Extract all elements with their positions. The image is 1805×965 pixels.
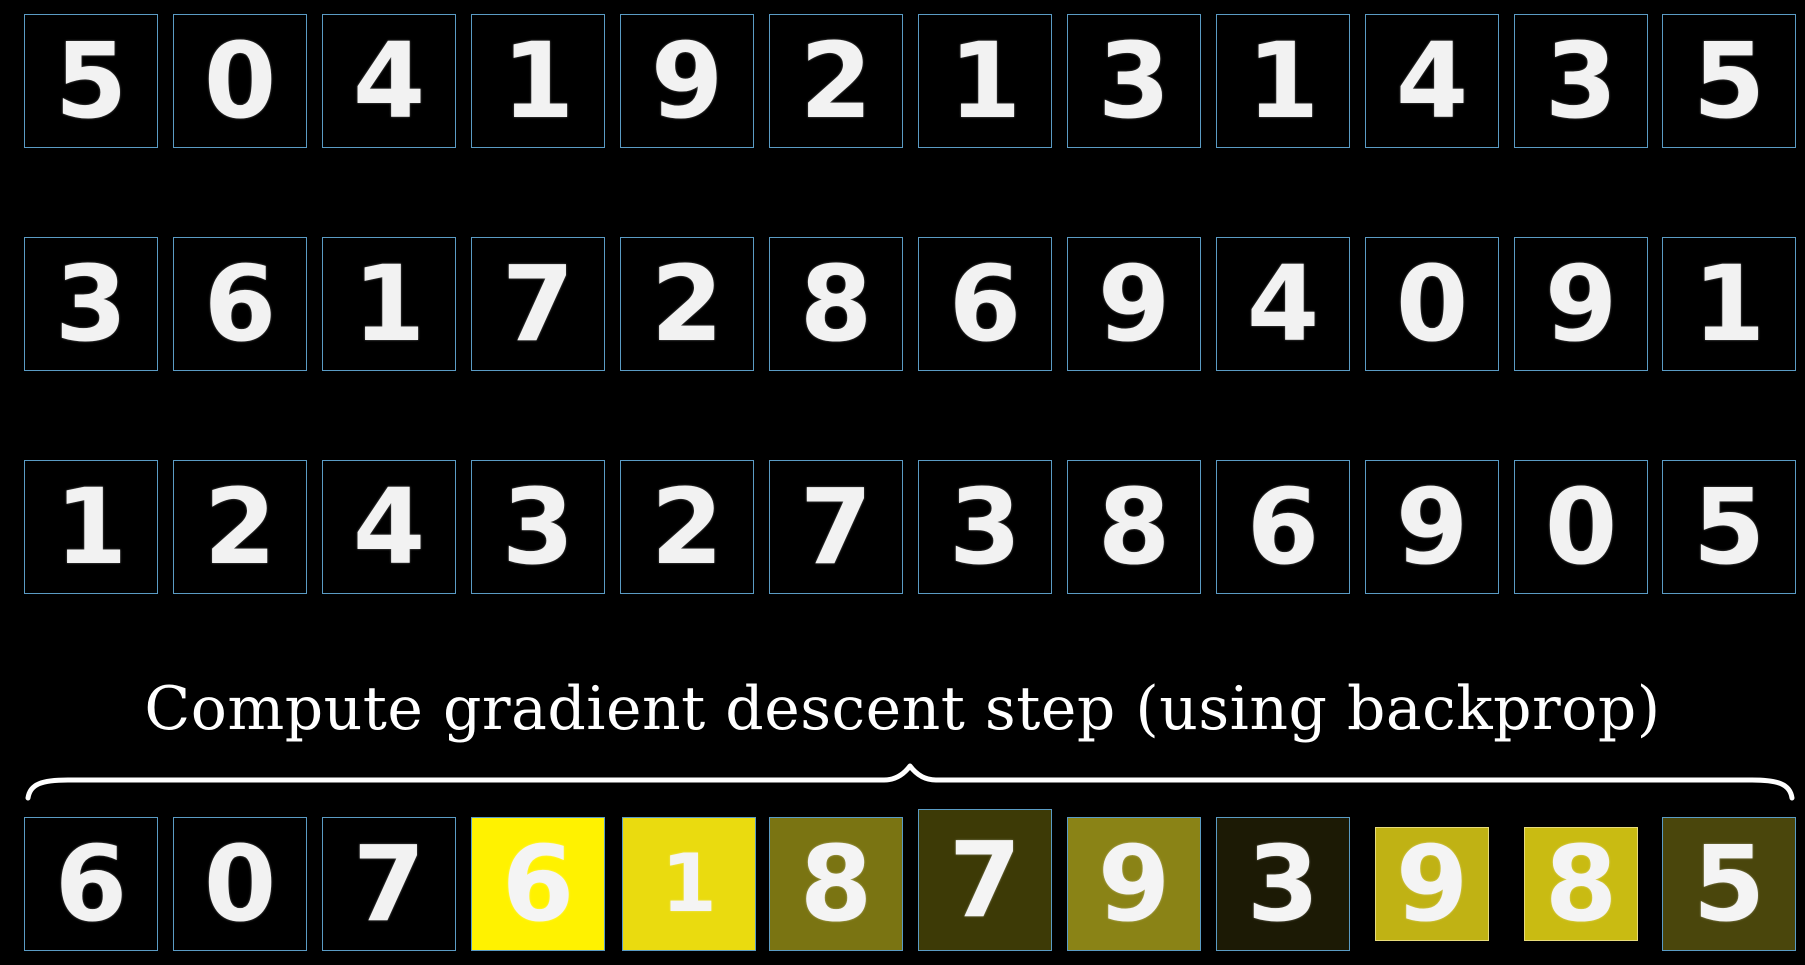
digit-tile: 7 xyxy=(322,817,456,951)
digit-glyph: 4 xyxy=(1246,243,1320,365)
digit-glyph: 8 xyxy=(799,823,873,945)
digit-glyph: 5 xyxy=(1692,466,1766,588)
digit-glyph: 6 xyxy=(203,243,277,365)
digit-glyph: 6 xyxy=(1246,466,1320,588)
digit-tile: 0 xyxy=(1365,237,1499,371)
digit-tile: 6 xyxy=(918,237,1052,371)
digit-glyph: 8 xyxy=(1544,823,1618,945)
digit-tile: 3 xyxy=(471,460,605,594)
digit-glyph: 0 xyxy=(1544,466,1618,588)
digit-glyph: 2 xyxy=(799,20,873,142)
digit-glyph: 8 xyxy=(799,243,873,365)
digit-glyph: 9 xyxy=(1395,466,1469,588)
digit-tile: 9 xyxy=(1067,817,1201,951)
digit-glyph: 4 xyxy=(352,466,426,588)
digit-tile: 9 xyxy=(1514,237,1648,371)
digit-glyph: 4 xyxy=(352,20,426,142)
digit-glyph: 1 xyxy=(1692,243,1766,365)
digit-tile: 3 xyxy=(1514,14,1648,148)
digit-tile: 5 xyxy=(1662,14,1796,148)
curly-brace xyxy=(25,763,1795,801)
digit-glyph: 9 xyxy=(650,20,724,142)
digit-tile: 9 xyxy=(1365,460,1499,594)
digit-glyph: 9 xyxy=(1544,243,1618,365)
digit-tile: 4 xyxy=(322,14,456,148)
digit-tile: 9 xyxy=(620,14,754,148)
digit-glyph: 5 xyxy=(54,20,128,142)
digit-tile: 6 xyxy=(1216,460,1350,594)
digit-glyph: 0 xyxy=(203,20,277,142)
digit-glyph: 0 xyxy=(203,823,277,945)
digit-tile: 1 xyxy=(24,460,158,594)
digit-tile: 1 xyxy=(471,14,605,148)
digit-tile: 7 xyxy=(769,460,903,594)
digit-tile: 0 xyxy=(1514,460,1648,594)
digit-glyph: 3 xyxy=(501,466,575,588)
digit-glyph: 8 xyxy=(1097,466,1171,588)
digit-tile: 9 xyxy=(1067,237,1201,371)
digit-glyph: 1 xyxy=(1246,20,1320,142)
digit-glyph: 6 xyxy=(501,823,575,945)
digit-tile: 2 xyxy=(173,460,307,594)
digit-tile: 5 xyxy=(24,14,158,148)
digit-glyph: 1 xyxy=(501,20,575,142)
digit-glyph: 3 xyxy=(948,466,1022,588)
digit-tile: 6 xyxy=(24,817,158,951)
digit-tile: 4 xyxy=(1365,14,1499,148)
digit-glyph: 4 xyxy=(1395,20,1469,142)
digit-tile: 5 xyxy=(1662,817,1796,951)
digit-tile: 7 xyxy=(471,237,605,371)
digit-tile: 3 xyxy=(1067,14,1201,148)
digit-glyph: 5 xyxy=(1692,823,1766,945)
digit-glyph: 1 xyxy=(352,243,426,365)
digit-glyph: 6 xyxy=(54,823,128,945)
digit-glyph: 7 xyxy=(352,823,426,945)
digit-tile: 7 xyxy=(918,809,1052,951)
digit-tile: 2 xyxy=(769,14,903,148)
digit-tile: 3 xyxy=(918,460,1052,594)
digit-glyph: 6 xyxy=(948,243,1022,365)
digit-tile: 0 xyxy=(173,14,307,148)
digit-tile: 1 xyxy=(1662,237,1796,371)
digit-glyph: 3 xyxy=(1097,20,1171,142)
digit-glyph: 2 xyxy=(203,466,277,588)
digit-glyph: 1 xyxy=(54,466,128,588)
digit-tile: 4 xyxy=(322,460,456,594)
digit-tile: 9 xyxy=(1375,827,1489,941)
digit-tile: 8 xyxy=(1067,460,1201,594)
digit-glyph: 3 xyxy=(1246,823,1320,945)
digit-glyph: 9 xyxy=(1395,823,1469,945)
digit-tile: 1 xyxy=(622,817,756,951)
digit-glyph: 2 xyxy=(650,466,724,588)
digit-tile: 1 xyxy=(1216,14,1350,148)
digit-glyph: 7 xyxy=(799,466,873,588)
digit-glyph: 3 xyxy=(1544,20,1618,142)
digit-glyph: 9 xyxy=(1097,243,1171,365)
digit-glyph: 1 xyxy=(948,20,1022,142)
digit-glyph: 7 xyxy=(948,819,1022,941)
digit-tile: 1 xyxy=(322,237,456,371)
digit-glyph: 1 xyxy=(661,837,717,930)
digit-tile: 0 xyxy=(173,817,307,951)
digit-tile: 8 xyxy=(1524,827,1638,941)
digit-glyph: 0 xyxy=(1395,243,1469,365)
digit-tile: 6 xyxy=(173,237,307,371)
digit-tile: 5 xyxy=(1662,460,1796,594)
digit-glyph: 5 xyxy=(1692,20,1766,142)
digit-tile: 6 xyxy=(471,817,605,951)
digit-glyph: 7 xyxy=(501,243,575,365)
digit-tile: 2 xyxy=(620,460,754,594)
digit-tile: 8 xyxy=(769,817,903,951)
digit-glyph: 9 xyxy=(1097,823,1171,945)
digit-glyph: 2 xyxy=(650,243,724,365)
digit-tile: 2 xyxy=(620,237,754,371)
digit-tile: 3 xyxy=(24,237,158,371)
digit-tile: 1 xyxy=(918,14,1052,148)
digit-glyph: 3 xyxy=(54,243,128,365)
digit-tile: 4 xyxy=(1216,237,1350,371)
digit-tile: 8 xyxy=(769,237,903,371)
caption: Compute gradient descent step (using bac… xyxy=(144,674,1661,744)
digit-tile: 3 xyxy=(1216,817,1350,951)
